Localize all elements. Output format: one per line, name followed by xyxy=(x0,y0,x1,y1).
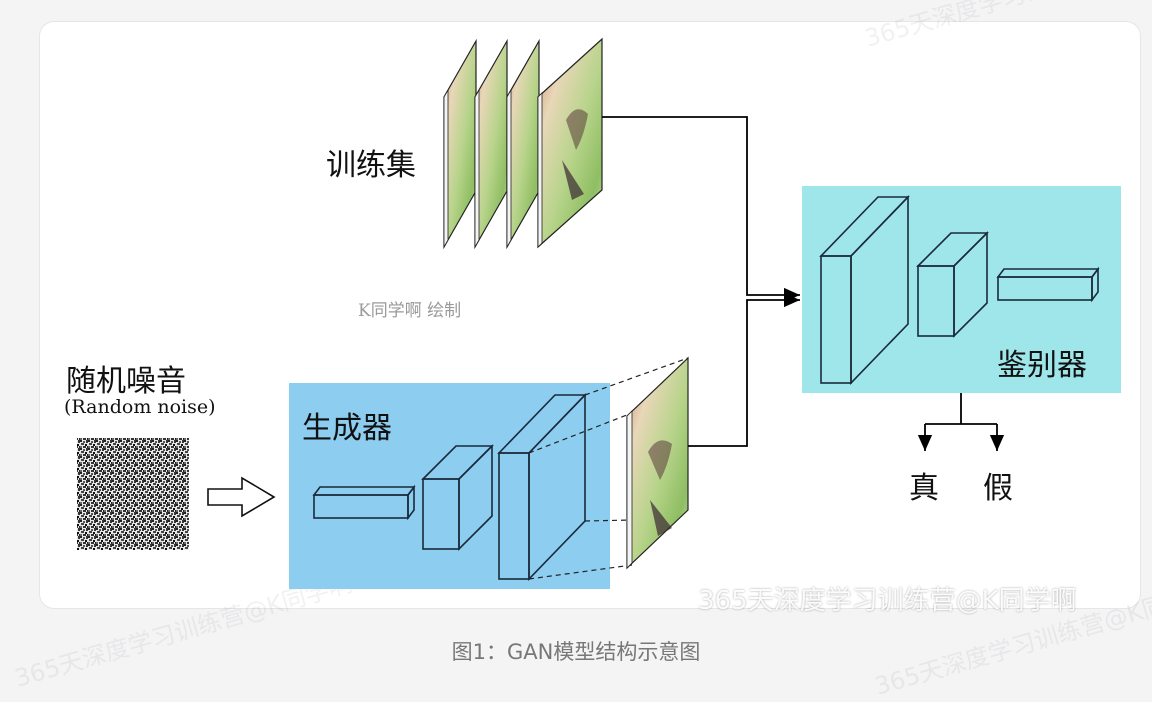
generated-image xyxy=(626,356,689,570)
discriminator-label: 鉴别器 xyxy=(997,348,1087,383)
figure-caption: 图1：GAN模型结构示意图 xyxy=(451,640,701,664)
discriminator-layer-3 xyxy=(996,266,1100,303)
connectors xyxy=(602,116,800,447)
generator-label: 生成器 xyxy=(302,411,392,446)
output-fake-label: 假 xyxy=(983,471,1013,506)
generated-to-discriminator-line xyxy=(688,292,800,447)
projection-lines xyxy=(528,357,689,580)
training-set-images xyxy=(443,37,603,250)
noise-label-en: (Random noise) xyxy=(64,396,216,418)
discriminator-layer-2 xyxy=(916,231,989,338)
discriminator-layers xyxy=(819,195,1100,385)
noise-label: 随机噪音 xyxy=(66,364,186,399)
output-real-label: 真 xyxy=(909,471,939,506)
discriminator-output xyxy=(917,393,1005,451)
training-to-discriminator-line xyxy=(602,116,800,303)
noise-to-generator-arrow xyxy=(207,476,276,518)
training-image-1 xyxy=(443,38,477,250)
training-image-4 xyxy=(537,37,603,249)
generator-layer-1 xyxy=(312,484,416,521)
watermark-text: 365天深度学习训练营@K同学啊 xyxy=(698,586,1077,616)
training-image-3 xyxy=(506,38,540,250)
generator-layer-2 xyxy=(421,444,494,551)
noise-image xyxy=(77,438,189,550)
discriminator-layer-1 xyxy=(819,195,910,385)
generator-box xyxy=(289,383,610,589)
gan-diagram xyxy=(77,37,1121,589)
credit-text: K同学啊 绘制 xyxy=(358,301,462,321)
training-set-label: 训练集 xyxy=(326,148,416,183)
training-image-2 xyxy=(474,38,508,250)
